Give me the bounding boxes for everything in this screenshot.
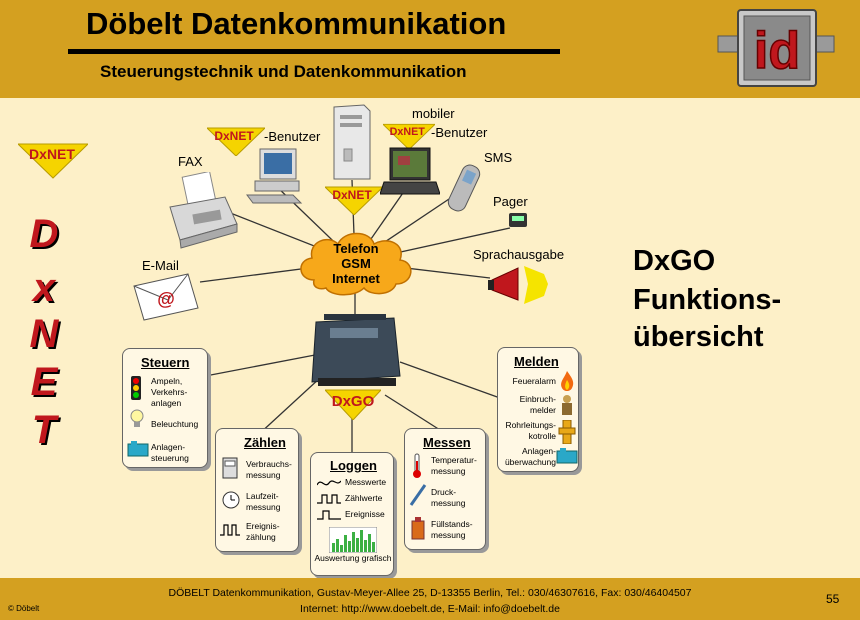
header-rule (68, 49, 560, 54)
messen-item-fuellstand: Füllstands-messung (431, 519, 473, 540)
dxnet-letter-x: x (32, 266, 56, 310)
loggen-item-ereignisse: Ereignisse (345, 509, 385, 519)
pressure-icon (409, 484, 427, 506)
mobile-phone-icon (447, 164, 481, 212)
dxnet-letter-t: T (31, 408, 57, 452)
dxnet-letter-n: N (29, 312, 59, 356)
melden-item-einbruch: Einbruch-melder (519, 394, 556, 415)
footer-bar: DÖBELT Datenkommunikation, Gustav-Meyer-… (0, 578, 860, 620)
panel-messen-title: Messen (423, 435, 471, 450)
computer-icon (246, 148, 303, 204)
messen-item-druck: Druck-messung (431, 487, 466, 508)
voice-output-label: Sprachausgabe (473, 247, 565, 262)
burglar-icon (562, 395, 572, 415)
plant-control-icon (127, 441, 149, 457)
dxnet-badge-server: DxNET (325, 186, 383, 215)
dxnet-badge-large: DxNET (18, 143, 88, 179)
cloud-label-gsm: GSM (341, 256, 371, 271)
zaehlen-item-ereignis: Ereignis-zählung (246, 521, 280, 542)
graph-chart-icon (329, 527, 377, 553)
pipe-icon (558, 420, 576, 444)
melden-item-rohrleitung: Rohrleitungs-kotrolle (505, 420, 556, 441)
dxnet-badge-mobile: DxNET (383, 123, 435, 150)
footer-address: DÖBELT Datenkommunikation, Gustav-Meyer-… (168, 587, 692, 599)
svg-text:@: @ (157, 289, 175, 309)
panel-zaehlen-title: Zählen (244, 435, 286, 450)
dxnet-letter-d: D (29, 212, 59, 256)
title-line-funktions: Funktions- (633, 284, 782, 316)
svg-text:id: id (754, 22, 800, 80)
loggen-item-messwerte: Messwerte (345, 477, 387, 487)
dxgo-badge: DxGO (325, 389, 381, 420)
header-title: Döbelt Datenkommunikation (86, 6, 507, 41)
fax-label: FAX (178, 154, 203, 169)
fill-level-icon (411, 517, 425, 540)
title-line-uebersicht: übersicht (633, 321, 764, 353)
server-tower-icon (333, 104, 371, 180)
title-line-dxgo: DxGO (633, 245, 716, 277)
footer-copyright: © Döbelt (8, 604, 40, 613)
dxnet-user-label: -Benutzer (264, 129, 321, 144)
pulse-icon (220, 524, 240, 536)
thermometer-icon (413, 453, 421, 478)
loggen-chart-caption: Auswertung grafisch (314, 553, 392, 563)
melden-item-anlagen: Anlagen-überwachung (504, 446, 556, 467)
count-pulse-icon (317, 494, 341, 504)
svg-text:DxNET: DxNET (390, 126, 426, 138)
svg-text:DxNET: DxNET (29, 146, 75, 162)
svg-text:DxNET: DxNET (214, 129, 254, 143)
sms-label: SMS (484, 150, 513, 165)
steuern-item-anlagensteuerung: Anlagen-steuerung (151, 442, 189, 463)
pager-label: Pager (493, 194, 528, 209)
melden-item-feueralarm: Feueralarm (512, 376, 556, 386)
svg-text:DxGO: DxGO (332, 393, 375, 410)
steuern-item-ampeln: Ampeln, Verkehrs-anlagen (151, 376, 188, 408)
panel-messen: Messen Temperatur-messung Druck-messung … (404, 428, 486, 550)
panel-melden: Melden Feueralarm Einbruch-melder Rohrle… (497, 347, 579, 472)
cloud-labels: Telefon GSM Internet (300, 241, 412, 286)
fax-icon (169, 172, 238, 249)
panel-steuern: Steuern Ampeln, Verkehrs-anlagen Beleuch… (122, 348, 208, 468)
dxnet-letter-e: E (30, 360, 58, 404)
zaehlen-item-verbrauch: Verbrauchs-messung (246, 459, 292, 480)
panel-zaehlen: Zählen Verbrauchs-messung Laufzeit-messu… (215, 428, 299, 552)
loggen-item-zaehlwerte: Zählwerte (345, 493, 383, 503)
event-pulse-icon (317, 510, 341, 520)
svg-text:DxNET: DxNET (332, 188, 372, 202)
steuern-item-beleuchtung: Beleuchtung (151, 419, 199, 429)
footer-contact: Internet: http://www.doebelt.de, E-Mail:… (300, 603, 560, 615)
fire-icon (561, 371, 574, 391)
pager-icon (509, 213, 527, 227)
panel-loggen-title: Loggen (330, 458, 377, 473)
laptop-icon (380, 147, 440, 195)
mobile-user-label: -Benutzer (431, 125, 488, 140)
plant-monitor-icon (556, 448, 578, 464)
panel-steuern-title: Steuern (141, 355, 190, 370)
dxgo-device-icon (311, 314, 401, 386)
zaehlen-item-laufzeit: Laufzeit-messung (246, 491, 281, 512)
megaphone-icon (488, 266, 548, 304)
clock-icon (222, 491, 240, 509)
mobiler-label: mobiler (412, 106, 455, 121)
panel-melden-title: Melden (514, 354, 559, 369)
panel-loggen: Loggen Messwerte Zählwerte Ereignisse Au… (310, 452, 394, 576)
id-logo: id (717, 9, 835, 87)
light-bulb-icon (130, 409, 144, 427)
dxnet-badge-user: DxNET (207, 127, 265, 156)
header-subtitle: Steuerungstechnik und Datenkommunikation (100, 62, 467, 81)
email-icon: @ (133, 273, 199, 321)
network-cloud-icon (300, 232, 412, 296)
measure-wave-icon (317, 480, 341, 486)
meter-icon (222, 457, 238, 479)
page-number: 55 (826, 592, 840, 606)
traffic-light-icon (131, 376, 141, 400)
messen-item-temperatur: Temperatur-messung (431, 455, 477, 476)
cloud-label-telefon: Telefon (333, 241, 379, 256)
email-label: E-Mail (142, 258, 179, 273)
header-bar: Döbelt Datenkommunikation Steuerungstech… (0, 0, 860, 98)
cloud-label-internet: Internet (332, 271, 380, 286)
